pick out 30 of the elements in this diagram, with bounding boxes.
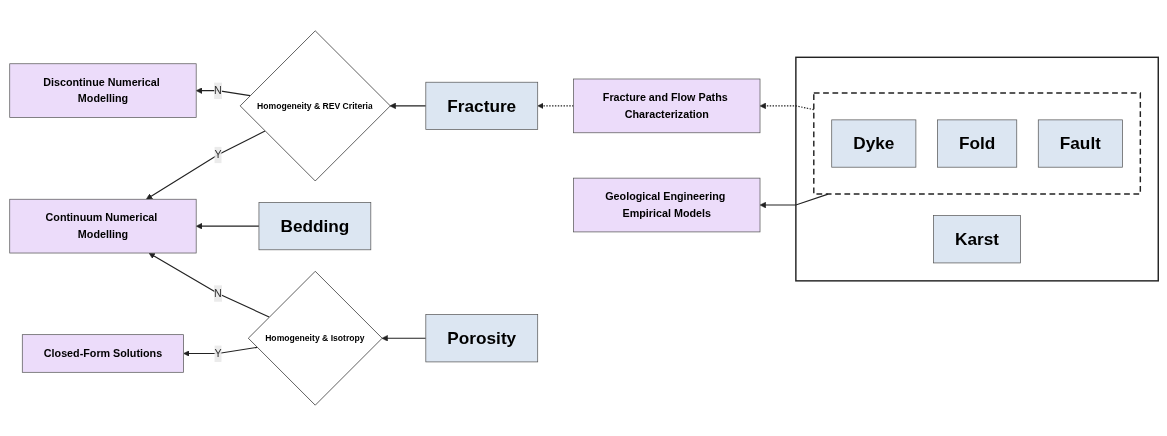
arrow (759, 102, 814, 111)
node-box: Bedding (258, 202, 371, 251)
arrow (195, 87, 251, 97)
node-box: Porosity (424, 314, 538, 363)
arrow (381, 335, 426, 342)
node-diamond: Homogeneity & REV Criteria (239, 30, 391, 182)
node-box: Continuum Numerical Modelling (8, 198, 197, 254)
cluster (812, 92, 1141, 195)
node-box: Karst (932, 215, 1021, 264)
node-box: Fold (936, 119, 1017, 168)
node-box: Discontinue Numerical Modelling (8, 63, 197, 118)
edge-label: Y (213, 148, 222, 161)
arrow (145, 130, 266, 200)
node-box: Geological Engineering Empirical Models (572, 177, 760, 233)
edge-label: Y (213, 346, 222, 360)
arrow (148, 252, 270, 318)
node-box: Fault (1037, 119, 1123, 168)
node-box: Closed-Form Solutions (21, 334, 184, 373)
arrow (759, 193, 829, 209)
arrow (389, 102, 426, 110)
node-box: Dyke (830, 119, 916, 168)
arrow (536, 102, 574, 110)
node-box: Fracture (424, 81, 538, 130)
node-box: Fracture and Flow Paths Characterization (572, 78, 760, 134)
edge-label: N (213, 286, 222, 299)
arrow (195, 223, 260, 230)
cluster (794, 56, 1159, 282)
arrow (182, 346, 258, 357)
node-diamond: Homogeneity & Isotropy (247, 270, 383, 406)
edge-label: N (213, 84, 222, 97)
